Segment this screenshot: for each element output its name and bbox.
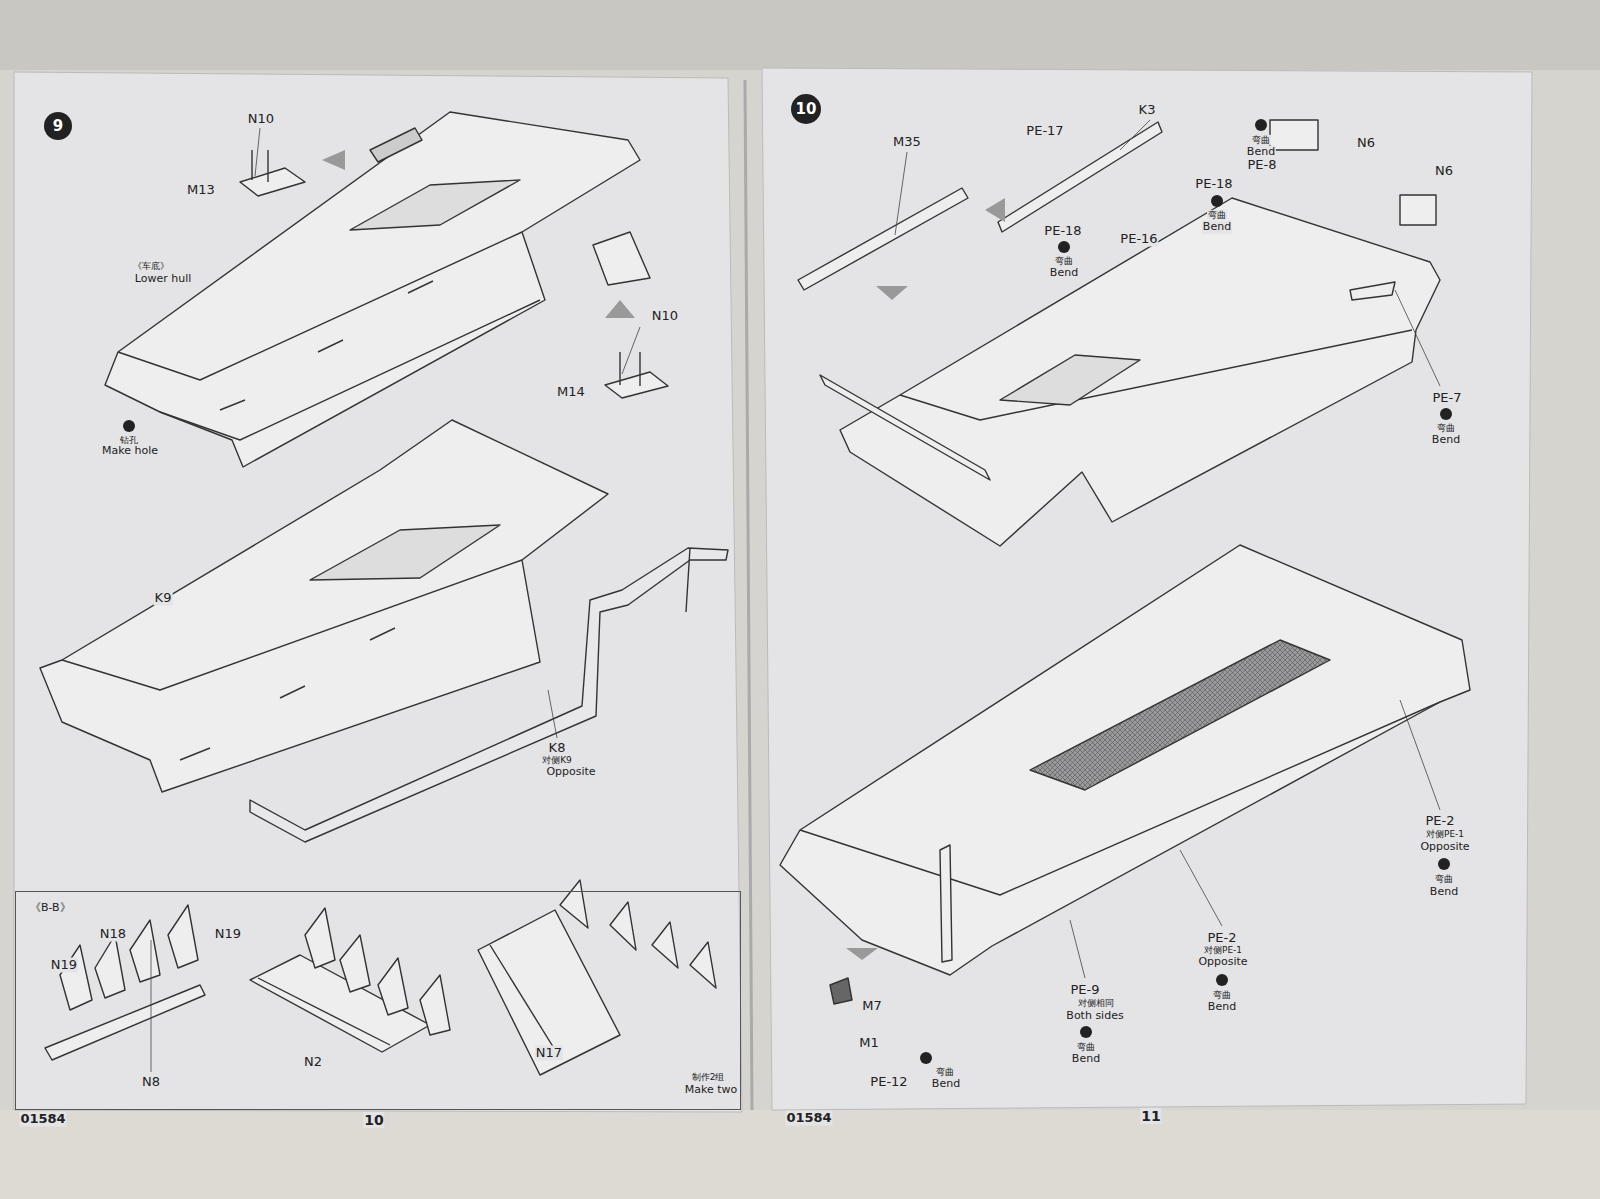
part-label: 弯曲 — [1207, 210, 1227, 220]
part-label: Bend — [1246, 146, 1276, 159]
part-label: N10 — [247, 112, 275, 127]
page-number: 10 — [363, 1112, 384, 1128]
part-label: Bend — [931, 1078, 961, 1091]
part-label: 弯曲 — [1436, 423, 1456, 433]
part-label: N17 — [535, 1046, 563, 1061]
part-label: Opposite — [1197, 956, 1248, 969]
part-label: Bend — [1431, 434, 1461, 447]
part-label: Bend — [1049, 267, 1079, 280]
part-label: PE-17 — [1025, 124, 1064, 139]
part-label: 弯曲 — [1054, 256, 1074, 266]
page-number: 01584 — [785, 1111, 832, 1126]
part-label: PE-16 — [1119, 232, 1158, 247]
part-label: N10 — [651, 309, 679, 324]
node-text: 10 — [796, 100, 817, 118]
part-label: N19 — [214, 927, 242, 942]
part-label: Both sides — [1065, 1010, 1124, 1023]
part-label: PE-8 — [1246, 158, 1277, 173]
part-label: Bend — [1429, 886, 1459, 899]
part-label: 钻孔 — [119, 435, 139, 445]
step-number: 9 — [44, 112, 72, 140]
part-label: 弯曲 — [1434, 874, 1454, 884]
part-label: N18 — [99, 927, 127, 942]
part-label: PE-7 — [1431, 391, 1462, 406]
step-number: 10 — [791, 94, 821, 124]
detail-box: 《B-B》 — [15, 891, 741, 1110]
node-text: 9 — [53, 117, 63, 135]
part-label: M13 — [186, 183, 216, 198]
part-label: Bend — [1207, 1001, 1237, 1014]
part-label: 对侧PE-1 — [1203, 945, 1243, 955]
part-label: 弯曲 — [1251, 135, 1271, 145]
part-label: 弯曲 — [935, 1067, 955, 1077]
page-number: 11 — [1140, 1108, 1161, 1124]
node-text: 《B-B》 — [30, 900, 71, 915]
part-label: K9 — [154, 591, 173, 606]
part-label: Lower hull — [134, 273, 193, 286]
part-label: 《车底》 — [132, 261, 170, 271]
part-label: PE-18 — [1043, 224, 1082, 239]
part-label: PE-12 — [869, 1075, 908, 1090]
part-label: PE-2 — [1424, 814, 1455, 829]
part-label: K8 — [548, 741, 567, 756]
part-label: N19 — [50, 958, 78, 973]
part-label: M35 — [892, 135, 922, 150]
part-label: K3 — [1138, 103, 1157, 118]
part-label: 弯曲 — [1076, 1042, 1096, 1052]
page-number: 01584 — [19, 1112, 66, 1127]
part-label: PE-18 — [1194, 177, 1233, 192]
part-label: 对侧K9 — [541, 755, 573, 765]
part-label: PE-2 — [1206, 931, 1237, 946]
part-label: 制作2组 — [691, 1072, 726, 1082]
part-label: 弯曲 — [1212, 990, 1232, 1000]
part-label: M7 — [861, 999, 883, 1014]
part-label: N2 — [303, 1055, 323, 1070]
part-label: Opposite — [1419, 841, 1470, 854]
part-label: N6 — [1434, 164, 1454, 179]
part-label: Bend — [1071, 1053, 1101, 1066]
part-label: PE-9 — [1069, 983, 1100, 998]
part-label: N6 — [1356, 136, 1376, 151]
part-label: N8 — [141, 1075, 161, 1090]
part-label: Bend — [1202, 221, 1232, 234]
part-label: Opposite — [545, 766, 596, 779]
part-label: 对侧相同 — [1077, 998, 1115, 1008]
part-label: M14 — [556, 385, 586, 400]
part-label: Make two — [684, 1084, 739, 1097]
part-label: Make hole — [101, 445, 159, 458]
part-label: 对侧PE-1 — [1425, 829, 1465, 839]
part-label: M1 — [858, 1036, 880, 1051]
